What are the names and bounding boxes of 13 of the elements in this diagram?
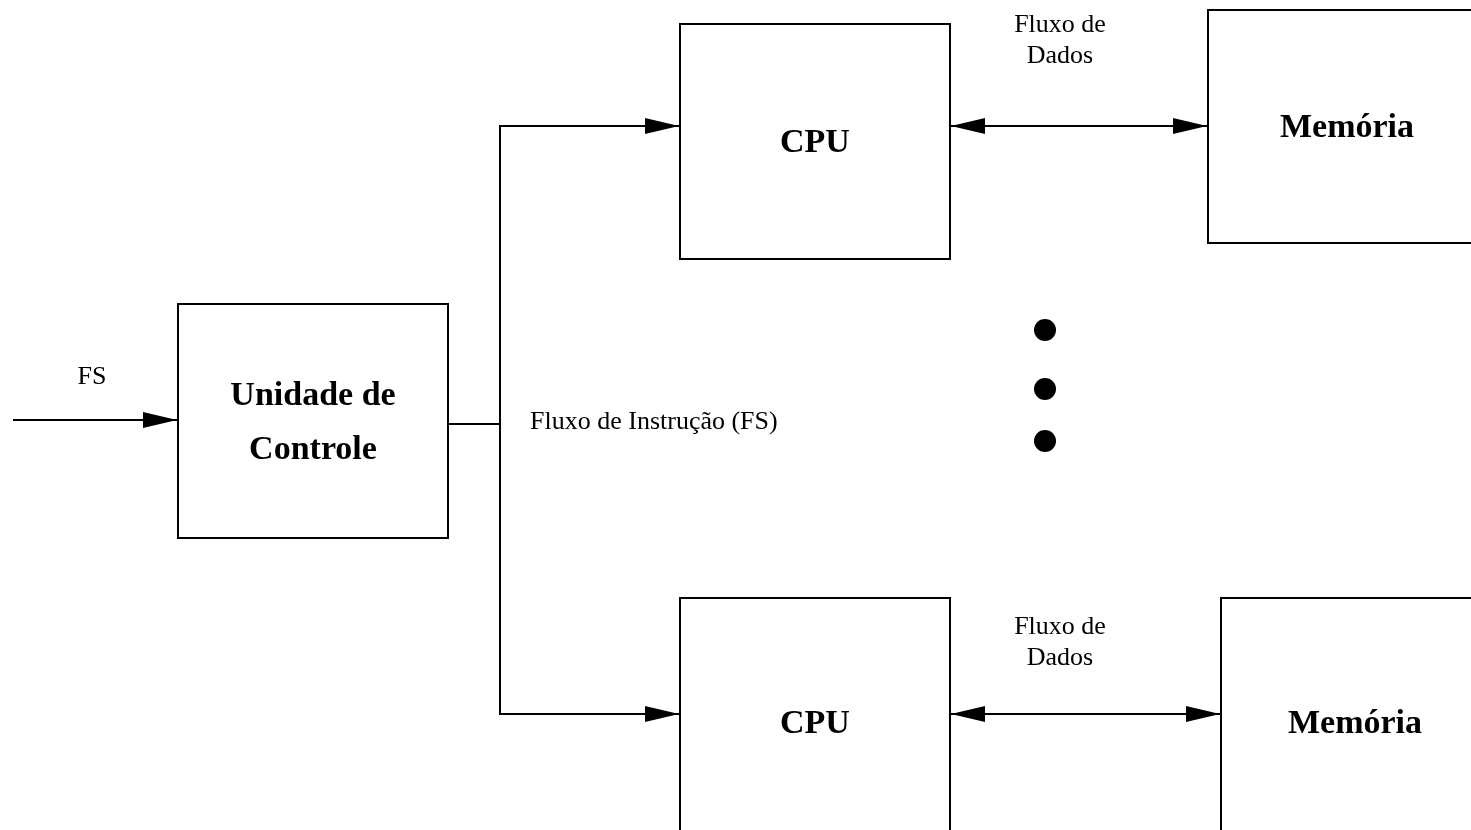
arrow <box>950 706 1221 722</box>
box-label: CPU <box>780 121 850 162</box>
box-label: Unidade de Controle <box>229 373 397 468</box>
process-box <box>1220 597 1471 830</box>
box-label: Memória <box>1287 701 1422 742</box>
process-box <box>1207 9 1471 244</box>
box-label: Memória <box>1279 106 1414 147</box>
process-box <box>177 303 449 539</box>
process-box <box>679 23 951 260</box>
box-label: CPU <box>780 701 850 742</box>
arrow <box>950 118 1208 134</box>
arrow <box>12 412 178 428</box>
process-box <box>679 597 951 830</box>
